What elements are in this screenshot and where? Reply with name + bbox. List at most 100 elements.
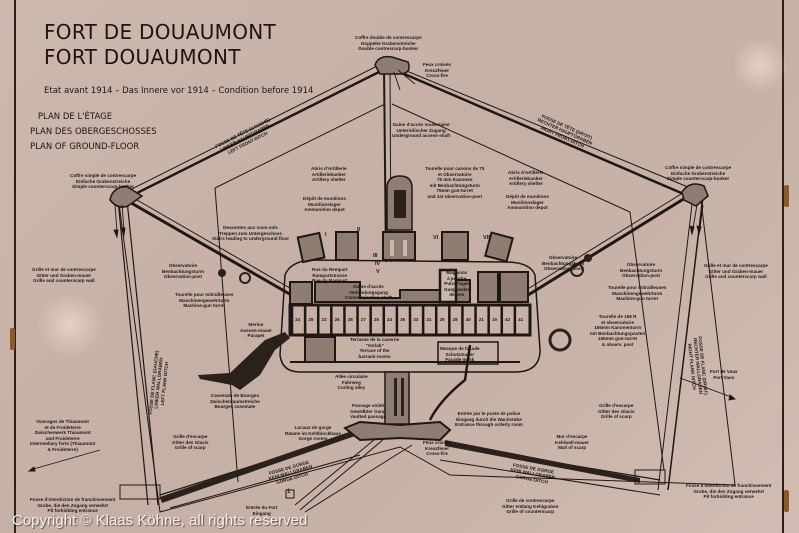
label-line: Rue du Rempart <box>312 267 348 272</box>
barrack-room-number: 41 <box>518 317 524 322</box>
barrack-room-number: 25 <box>373 317 379 322</box>
label-line: Gitter des Glacis <box>598 408 635 414</box>
label-line: 155mm gun-turret <box>598 336 638 342</box>
label-line: Gorge rooms <box>298 436 328 442</box>
label-line: Entrée par le poste de police <box>457 411 521 416</box>
label-line: Observatoire <box>626 262 656 267</box>
label-line: Gunpowder <box>444 286 470 292</box>
plan-name-fr: PLAN DE L'ÉTAGE <box>37 112 113 122</box>
turret-75mm <box>382 175 416 261</box>
label-line: Einfache Grabenstreiche <box>671 170 726 176</box>
label-line: Feux croisés <box>423 62 452 67</box>
label-line: Terrace of the <box>359 348 390 354</box>
label-line: Artillery shelter <box>311 177 346 183</box>
label-line: Kreuzfeuer <box>425 67 450 73</box>
label-line: Fosse d'interdiction de franchissement <box>686 483 772 488</box>
simple-bunker-left <box>109 185 144 208</box>
shelter-VII <box>484 231 514 263</box>
observation-post-right <box>584 254 592 262</box>
label-line: Dépôt de munitions <box>303 196 346 201</box>
barrack-room-number: 26 <box>334 317 340 322</box>
left-flank-ditch-line <box>117 199 149 506</box>
label-line: Munitionslager <box>308 201 341 207</box>
label-line: "Vorlab" <box>365 342 384 348</box>
label-line: et Observatoire <box>437 171 472 177</box>
barrack-room-number: 36 <box>400 317 406 322</box>
label-line: Coffre simple de contrescarpe <box>70 173 137 178</box>
label-line: Gitter und Graben-mauer <box>708 268 764 274</box>
label-line: Observation-post <box>164 274 203 280</box>
label-line: Parapet <box>247 333 265 339</box>
label-line: Verbindungsgang <box>349 289 388 295</box>
shelter-I <box>296 231 326 264</box>
label-line: Grille of counterscarp <box>506 509 555 515</box>
label-line: Locaux de gorge <box>294 425 332 430</box>
label-line: Bourges casemate <box>214 404 256 410</box>
label-line: Eingang <box>252 510 271 516</box>
barrack-room-number: 29 <box>439 317 445 322</box>
label-line: Eingang durch die Wachstube <box>456 416 522 422</box>
shelter-number-IV: IV <box>375 261 381 267</box>
label-line: Abris d'Artillerie <box>508 170 544 175</box>
label-line: Observatoire <box>168 263 198 268</box>
label-line: Grille of scarp <box>174 445 206 451</box>
barrack-room-number: 28 <box>452 317 458 322</box>
label-line: Intermediary forts (Thiaumont <box>30 441 96 447</box>
shelter-number-V: V <box>376 269 380 275</box>
label-line: Passage voûté <box>351 403 385 408</box>
gorge-building <box>343 420 452 442</box>
hinge <box>784 185 789 207</box>
label-line: mit Beobachtungsturm <box>429 182 480 188</box>
light-reflection <box>35 295 105 355</box>
label-line: Cross-fire <box>426 73 448 79</box>
label-line: Terrasse de la caserne <box>350 337 400 342</box>
barrack-room-number: 42 <box>505 317 511 322</box>
subtitle: Etat avant 1914 – Das Innere vor 1914 – … <box>44 86 314 96</box>
gorge-wall-right <box>445 440 640 483</box>
label-line: Grille of scarp <box>600 414 632 420</box>
barrack-room-number: 24 <box>295 317 301 322</box>
plan-name-de: PLAN DES OBERGESCHOSSES <box>30 127 157 137</box>
label-line: Artilleriebunker <box>508 175 543 181</box>
label-line: Grube, die den Zugang verwehrt <box>37 502 108 508</box>
label-line: Treppen zum Untergeschoss <box>219 230 282 236</box>
title-french: FORT DE DOUAUMONT <box>44 20 277 44</box>
shelter-VI <box>441 231 469 261</box>
label-line: Machine-gun turret <box>183 303 225 309</box>
label-line: Underground access-shaft <box>392 133 451 139</box>
label-line: Tourelle pour mitrailleuses <box>175 292 234 297</box>
label-line: Ammunition depot <box>507 205 548 211</box>
label-line: Beobachtungsturm <box>542 260 585 266</box>
label-line: et de Froideterre <box>44 424 81 430</box>
shelter-number-I: I <box>325 232 327 238</box>
label-line: Gitter entlang Kehlgraben <box>502 503 559 509</box>
label-line: & observ. post <box>601 341 634 347</box>
label-line: Simple counterscarp-bunker <box>666 176 730 182</box>
label-line: 75mm gun-turret <box>436 188 473 194</box>
mg-turret-right <box>570 263 584 277</box>
label-line: Zwischenraumstreiche <box>210 398 260 404</box>
label-line: Zwischenwerk Thiaumont <box>34 430 91 436</box>
label-line: barrack-rooms <box>358 353 391 359</box>
label-line: Artilleriebunker <box>311 171 346 177</box>
